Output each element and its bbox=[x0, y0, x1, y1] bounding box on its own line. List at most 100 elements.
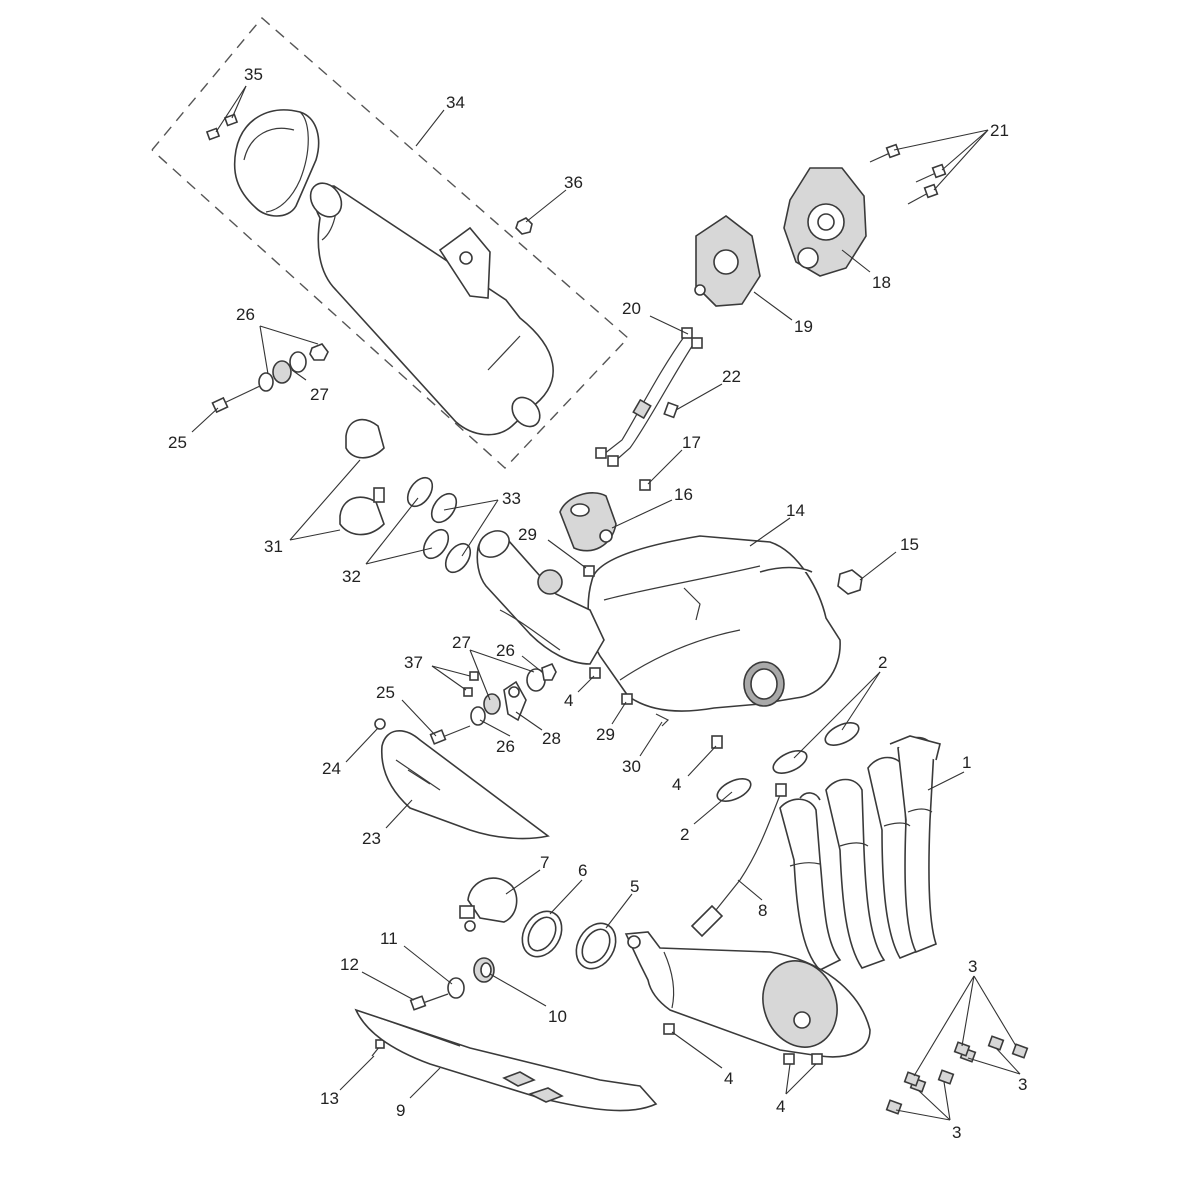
callout-23: 23 bbox=[362, 829, 381, 848]
catalyst-section bbox=[624, 931, 871, 1058]
callout-34: 34 bbox=[446, 93, 465, 112]
callout-20: 20 bbox=[622, 299, 641, 318]
callout-15: 15 bbox=[900, 535, 919, 554]
callout-5: 5 bbox=[630, 877, 639, 896]
bolt-12 bbox=[409, 993, 449, 1011]
bolt-21-b bbox=[915, 163, 947, 183]
callout-1: 1 bbox=[962, 753, 971, 772]
bolt-25-lower bbox=[429, 725, 471, 745]
clip-30 bbox=[655, 713, 670, 727]
silencer-kit-boundary bbox=[151, 17, 630, 469]
callout-7: 7 bbox=[540, 853, 549, 872]
nut-3-g bbox=[903, 1071, 921, 1087]
callout-4: 4 bbox=[776, 1097, 785, 1116]
nut-3-d bbox=[953, 1041, 971, 1057]
oxygen-sensor-8 bbox=[690, 783, 787, 938]
nut-3-h bbox=[885, 1099, 903, 1115]
nut-3-e bbox=[937, 1069, 955, 1085]
callout-4: 4 bbox=[672, 775, 681, 794]
clip-4-upper bbox=[589, 667, 601, 679]
grommet-27-lower bbox=[483, 693, 501, 715]
callout-35: 35 bbox=[244, 65, 263, 84]
bolt-21-a bbox=[869, 143, 901, 163]
callout-4: 4 bbox=[564, 691, 573, 710]
callout-31: 31 bbox=[264, 537, 283, 556]
nut-3-b bbox=[987, 1035, 1005, 1051]
clip-4-pair-a bbox=[783, 1053, 795, 1065]
clamp-31-b bbox=[339, 487, 385, 536]
heat-shield-bracket-16 bbox=[559, 492, 617, 552]
callout-11: 11 bbox=[380, 929, 398, 948]
callout-27: 27 bbox=[310, 385, 329, 404]
callout-26: 26 bbox=[236, 305, 255, 324]
exhaust-valve-actuator-18 bbox=[783, 167, 867, 277]
callout-16: 16 bbox=[674, 485, 693, 504]
callout-6: 6 bbox=[578, 861, 587, 880]
callout-19: 19 bbox=[794, 317, 813, 336]
screw-37-b bbox=[463, 687, 473, 697]
silencer-end-cap bbox=[233, 109, 320, 217]
actuator-housing-19 bbox=[694, 215, 761, 307]
gasket-5 bbox=[575, 922, 617, 970]
callout-8: 8 bbox=[758, 901, 767, 920]
rubber-26-mid bbox=[526, 662, 557, 692]
callout-labels: 1 2 2 2 3 3 3 4 4 4 4 4 5 6 7 8 9 10 11 … bbox=[168, 65, 1027, 1142]
screw-17 bbox=[639, 479, 651, 491]
clip-4-left-lower bbox=[663, 1023, 675, 1035]
nut-15 bbox=[837, 569, 863, 595]
nut-26-upper bbox=[309, 343, 329, 361]
grommet-27-upper bbox=[272, 351, 307, 384]
callout-17: 17 bbox=[682, 433, 701, 452]
callout-14: 14 bbox=[786, 501, 805, 520]
callout-25: 25 bbox=[376, 683, 395, 702]
callout-32: 32 bbox=[342, 567, 361, 586]
callout-27: 27 bbox=[452, 633, 471, 652]
washer-26-lower bbox=[470, 706, 486, 726]
gasket-33-a bbox=[430, 492, 458, 524]
screw-35-b bbox=[223, 113, 239, 127]
gasket-32-a bbox=[406, 476, 434, 508]
bolt-21-c bbox=[907, 183, 939, 205]
cable-clip-22 bbox=[663, 401, 679, 419]
grommet-10 bbox=[473, 957, 495, 983]
callout-36: 36 bbox=[564, 173, 583, 192]
callout-13: 13 bbox=[320, 1089, 339, 1108]
gasket-6 bbox=[521, 910, 563, 958]
callout-12: 12 bbox=[340, 955, 359, 974]
callout-3: 3 bbox=[952, 1123, 961, 1142]
bolt-25-upper bbox=[211, 385, 261, 414]
nut-29-upper bbox=[583, 565, 595, 577]
callout-2: 2 bbox=[878, 653, 887, 672]
clip-4-pair-b bbox=[811, 1053, 823, 1065]
exhaust-clamp-7 bbox=[459, 877, 518, 932]
exhaust-headers-1 bbox=[779, 735, 941, 971]
callout-25: 25 bbox=[168, 433, 187, 452]
callout-30: 30 bbox=[622, 757, 641, 776]
screw-37-a bbox=[469, 671, 479, 681]
heat-shield-23 bbox=[380, 730, 550, 840]
callout-3: 3 bbox=[968, 957, 977, 976]
leader-lines bbox=[191, 85, 1021, 1121]
link-pipe bbox=[476, 530, 605, 665]
callout-4: 4 bbox=[724, 1069, 733, 1088]
nut-3-a bbox=[1011, 1043, 1029, 1059]
callout-29: 29 bbox=[518, 525, 537, 544]
nut-36 bbox=[515, 217, 533, 235]
callout-10: 10 bbox=[548, 1007, 567, 1026]
callout-33: 33 bbox=[502, 489, 521, 508]
gasket-32-b bbox=[422, 528, 450, 560]
callout-2: 2 bbox=[680, 825, 689, 844]
callout-26: 26 bbox=[496, 641, 515, 660]
callout-24: 24 bbox=[322, 759, 341, 778]
clip-4-mid bbox=[711, 735, 723, 749]
nut-24 bbox=[374, 718, 386, 730]
washer-26-upper bbox=[258, 372, 274, 392]
callout-22: 22 bbox=[722, 367, 741, 386]
gasket-2-b bbox=[772, 750, 808, 774]
washer-11 bbox=[447, 977, 465, 999]
clamp-31-a bbox=[345, 418, 385, 459]
screw-13 bbox=[371, 1039, 385, 1057]
gasket-2-c bbox=[716, 778, 752, 802]
callout-29: 29 bbox=[596, 725, 615, 744]
